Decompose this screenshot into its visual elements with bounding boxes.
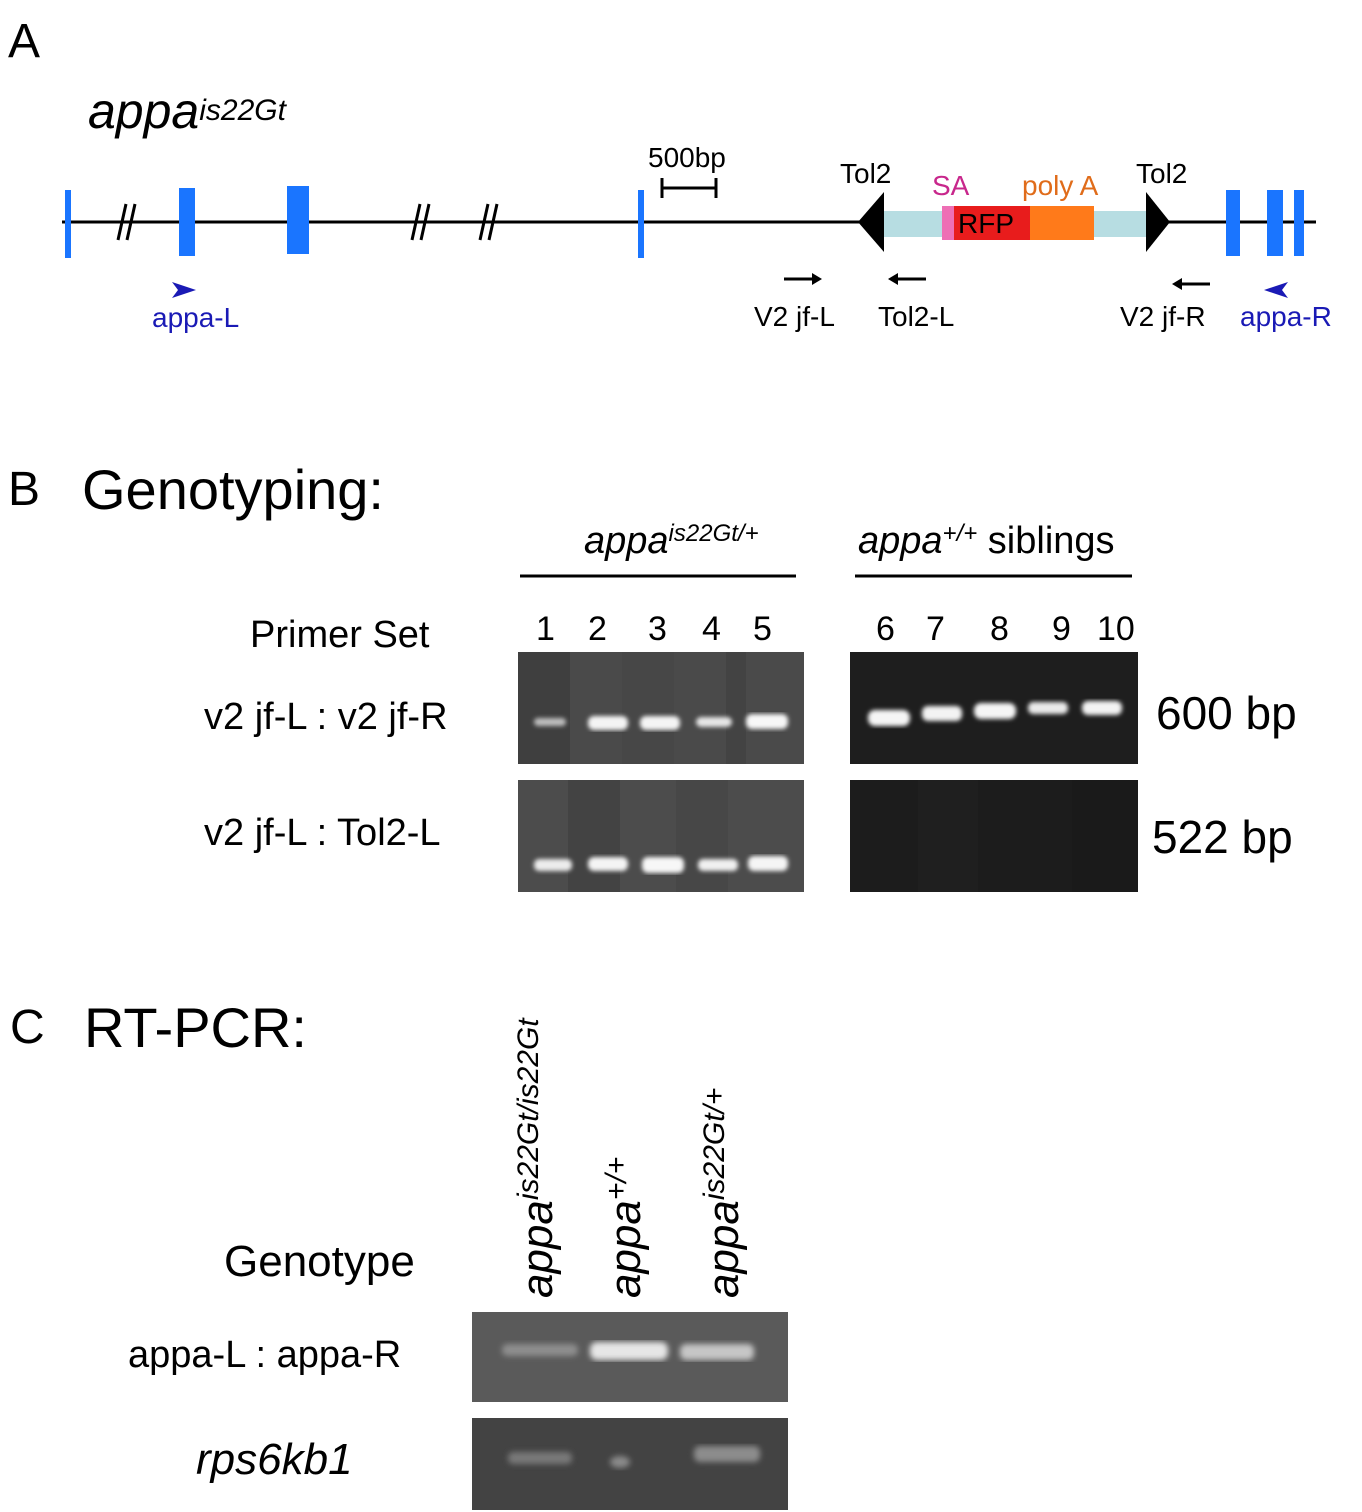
gel-band [642,857,684,873]
group-heterozygous-label: appais22Gt/+ [584,520,759,562]
rfp-element [954,206,1030,240]
gel-band [534,718,566,726]
genotype-column-label: appais22Gt/is22Gt [512,1018,562,1298]
scale-bar-label: 500bp [648,142,726,173]
gel-band [508,1452,572,1464]
genotype-column-label: appa+/+ [600,1156,650,1298]
gene-map [62,178,1316,298]
rtpcr-gel-image-row2 [472,1418,788,1510]
exon [179,188,195,256]
lane-number: 6 [876,610,895,648]
gel-band [694,1446,760,1462]
gel-band [590,1342,668,1360]
gel-image-het-row1 [518,652,804,764]
lane-number: 7 [926,610,945,648]
polya-element [1030,206,1094,240]
gel-band [974,703,1016,719]
panel-a-letter: A [8,15,41,68]
lane-number: 5 [753,610,772,648]
gel-band [922,706,962,721]
sa-label: SA [932,170,970,201]
gel-band [640,716,680,730]
exon [65,190,71,258]
v2jf-r-label: V2 jf-R [1120,301,1206,332]
polya-label: poly A [1022,170,1099,201]
exon [638,190,644,258]
genotype-column-label: appais22Gt/+ [698,1087,748,1298]
gel-band [698,859,738,871]
rtpcr-gel-image-row1 [472,1312,788,1402]
appa-r-arrow [1264,282,1288,298]
gel-band [588,716,628,730]
break-mark [116,203,137,241]
tol2-left-arrowhead [858,192,884,252]
rtpcr-row-primers: rps6kb1 [196,1435,353,1484]
exon [287,186,309,254]
tol2-l-arrow [888,273,926,285]
gene-name-base: appa [88,83,200,139]
lane-number: 8 [990,610,1009,648]
exon [1226,190,1240,256]
rtpcr-row-primers: appa-L : appa-R [128,1334,402,1376]
appa-r-label: appa-R [1240,301,1332,332]
gel-image-wt-row2 [850,780,1138,892]
panel-c-letter: C [10,1001,45,1054]
panel-c-title: RT-PCR: [84,996,307,1059]
band-size-label: 600 bp [1156,687,1297,739]
gene-name-title: appais22Gt [88,86,286,136]
primer-set-label: Primer Set [250,614,430,656]
gel-band [534,859,572,871]
group-wildtype-label: appa+/+ siblings [858,520,1115,562]
appa-l-label: appa-L [152,302,240,333]
gel-band [1082,701,1122,715]
group-underlines [520,574,1132,578]
break-mark [478,203,499,241]
v2jf-l-label: V2 jf-L [754,301,835,332]
gel-row-primers: v2 jf-L : v2 jf-R [204,696,448,738]
lane-number: 1 [536,610,555,648]
gel-band [746,714,788,729]
panel-b-letter: B [8,463,41,516]
gel-band [748,856,788,871]
genotype-label: Genotype [224,1237,415,1286]
v2jf-r-arrow [1172,278,1210,290]
tol2-right-arrowhead [1146,192,1170,252]
gel-band [680,1344,754,1360]
gel-band [868,710,910,726]
sa-element [942,206,954,240]
tol2-l-label: Tol2-L [878,301,955,332]
lane-number: 2 [588,610,607,648]
v2jf-l-arrow [784,273,822,285]
exon [1267,190,1283,256]
lane-number: 9 [1052,610,1071,648]
break-mark [410,203,431,241]
gel-band [1028,702,1068,714]
gel-band [610,1456,630,1468]
gel-image-het-row2 [518,780,804,892]
appa-l-arrow [172,282,196,298]
lane-number: 3 [648,610,667,648]
rfp-label: RFP [958,208,1014,239]
gel-band [696,717,732,727]
gene-name-allele: is22Gt [199,94,286,127]
band-size-label: 522 bp [1152,811,1293,863]
gel-image-wt-row1 [850,652,1138,764]
lane-number: 10 [1097,610,1135,648]
panel-b-title: Genotyping: [82,458,384,521]
tol2-right-label: Tol2 [1136,158,1188,189]
gel-row-primers: v2 jf-L : Tol2-L [204,812,441,854]
tol2-left-label: Tol2 [840,158,892,189]
gel-band [502,1344,578,1356]
gel-band [588,857,628,871]
exon [1294,190,1304,256]
scale-bar [660,178,718,198]
lane-number: 4 [702,610,721,648]
